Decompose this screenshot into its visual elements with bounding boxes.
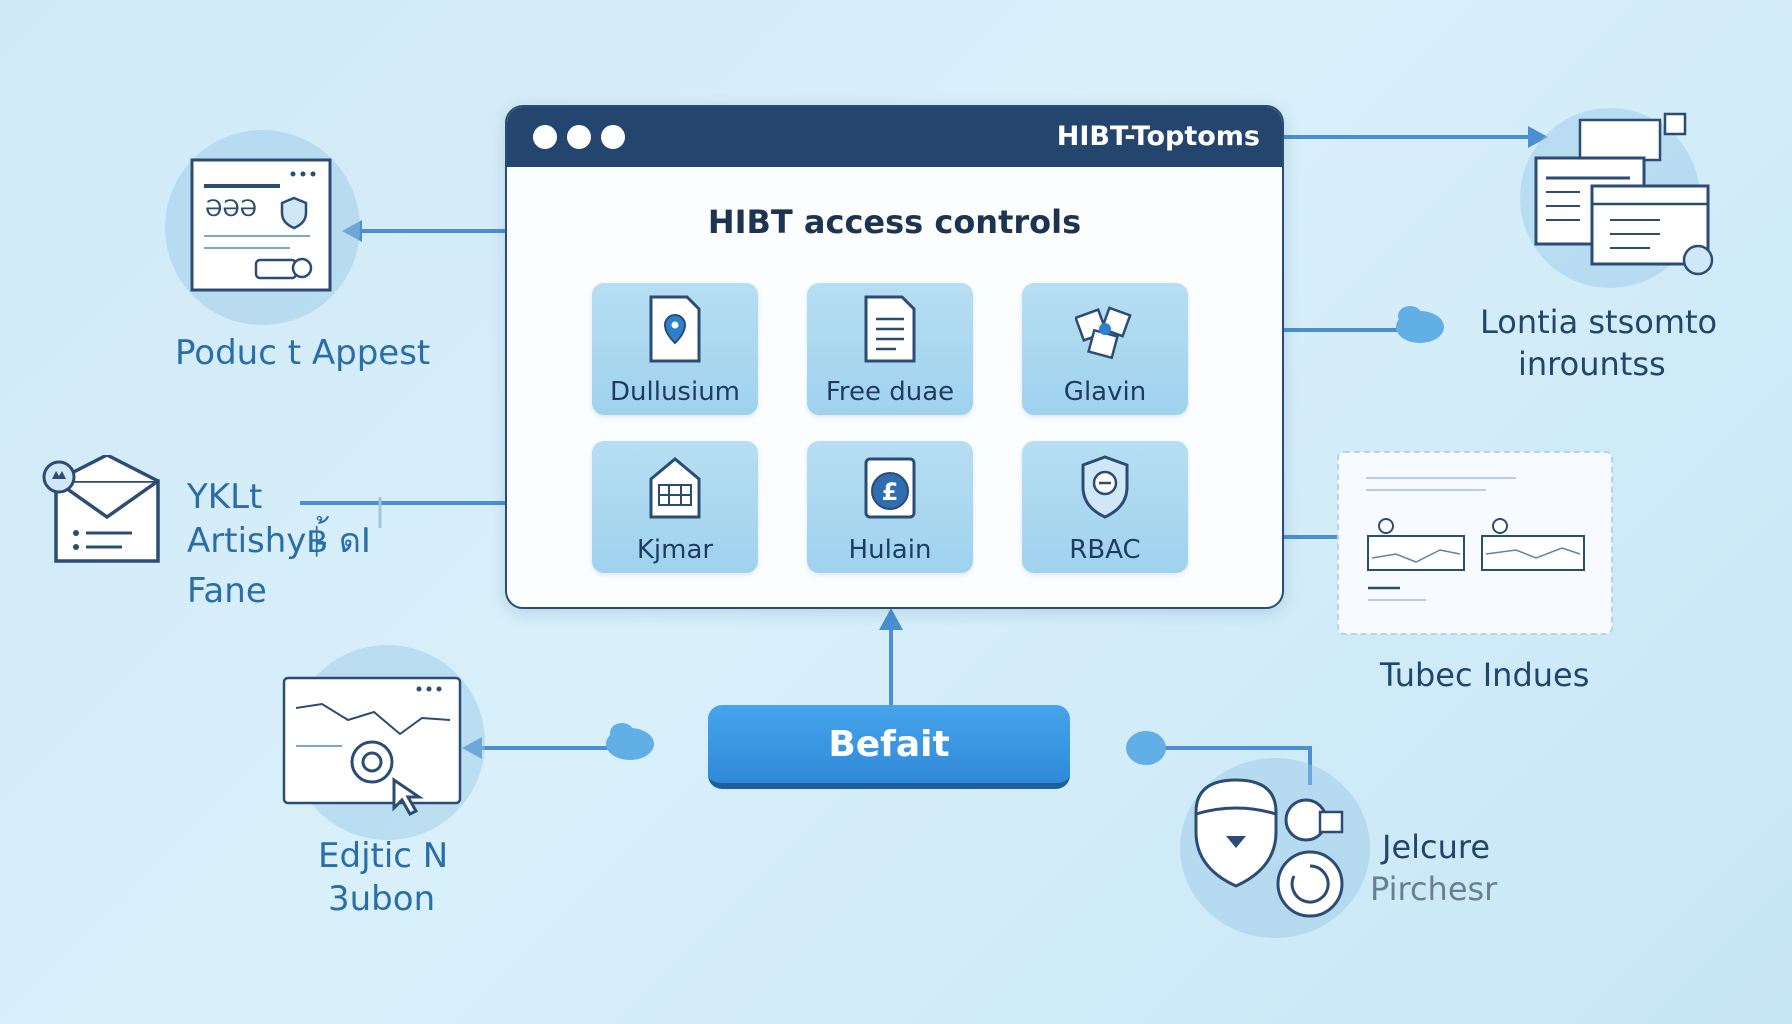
svg-text:£: £: [882, 478, 899, 506]
label-lontia-line2: inrountss: [1518, 345, 1666, 383]
user-shield-icon: [1188, 772, 1358, 932]
report-card-icon: [1336, 450, 1614, 636]
window-titlebar: HIBT-Toptoms: [507, 107, 1282, 167]
network-puzzle-icon: [1074, 293, 1135, 365]
label-yklt-line2: Artishy฿̵้ ดI: [187, 521, 371, 561]
tile-glavin[interactable]: Glavin: [1022, 283, 1188, 415]
label-tubec: Tubec Indues: [1380, 656, 1590, 694]
tile-label: Hulain: [848, 535, 932, 565]
tile-label: Free duae: [825, 377, 955, 407]
document-lines-icon: [860, 293, 920, 365]
tile-dullusium[interactable]: Dullusium: [592, 283, 758, 415]
envelope-icon: [42, 453, 162, 565]
stacked-windows-icon: [1530, 112, 1720, 277]
building-icon: [645, 451, 705, 523]
label-jelcure-line2: Pirchesr: [1370, 870, 1498, 908]
tile-label: RBAC: [1069, 535, 1141, 565]
window-control-dot[interactable]: [533, 125, 557, 149]
label-jelcure-line1: Jelcure: [1382, 828, 1491, 866]
tile-label: Kjmar: [636, 535, 714, 565]
befait-button[interactable]: Befait: [708, 705, 1070, 789]
tile-hulain[interactable]: £ Hulain: [807, 441, 973, 573]
tile-label: Dullusium: [610, 377, 740, 407]
shield-icon: [1075, 451, 1135, 523]
label-yklt-line3: Fane: [187, 571, 267, 611]
window-control-dot[interactable]: [567, 125, 591, 149]
label-edjtic-line2: 3ubon: [328, 879, 436, 919]
app-window-icon: ƏƏƏ: [190, 158, 335, 293]
label-lontia-line1: Lontia stsomto: [1480, 303, 1718, 341]
pound-coin-icon: £: [860, 451, 920, 523]
access-controls-window: HIBT-Toptoms HIBT access controls Dullus…: [505, 105, 1284, 609]
label-yklt-line1: YKLt: [187, 477, 263, 517]
window-title: HIBT-Toptoms: [1056, 121, 1260, 152]
tile-label: Glavin: [1063, 377, 1147, 407]
label-edjtic-line1: Edjtic N: [318, 836, 449, 876]
svg-text:ƏƏƏ: ƏƏƏ: [205, 197, 257, 222]
tile-kjmar[interactable]: Kjmar: [592, 441, 758, 573]
label-product-appest: Poduc t Appest: [175, 333, 431, 373]
panel-heading: HIBT access controls: [707, 203, 1082, 241]
document-pin-icon: [645, 293, 705, 365]
tile-rbac[interactable]: RBAC: [1022, 441, 1188, 573]
window-control-dot[interactable]: [601, 125, 625, 149]
tile-free-duae[interactable]: Free duae: [807, 283, 973, 415]
analytics-window-icon: [282, 676, 462, 816]
